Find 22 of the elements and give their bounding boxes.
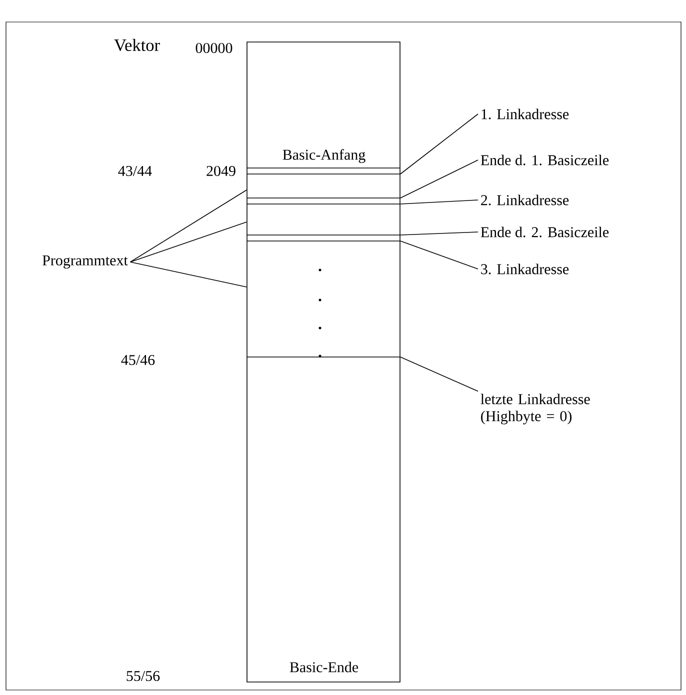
callout-text: 3. Linkadresse bbox=[481, 264, 569, 274]
heading-text: Vektor bbox=[114, 38, 160, 52]
address-label: 00000 bbox=[196, 42, 232, 54]
leader-line bbox=[130, 262, 247, 288]
leader-line bbox=[400, 114, 478, 174]
address-label: 55/56 bbox=[126, 670, 160, 682]
callout-text: 2. Linkadresse bbox=[481, 194, 569, 206]
callout-text: letzte Linkadresse (Highbyte = 0) bbox=[480, 394, 590, 424]
leader-line bbox=[400, 356, 478, 392]
leader-line bbox=[400, 200, 478, 204]
address-label: 45/46 bbox=[121, 354, 155, 366]
leader-line bbox=[130, 190, 247, 262]
callout-text: Ende d. 1. Basiczeile bbox=[480, 154, 609, 166]
leader-line bbox=[130, 222, 247, 262]
memory-column: Basic-Anfang Basic-Ende bbox=[246, 42, 400, 682]
callout-text: Programmtext bbox=[42, 255, 128, 269]
callout-text: 1. Linkadresse bbox=[482, 108, 569, 120]
leader-line bbox=[400, 240, 478, 270]
address-label: 43/44 bbox=[118, 166, 152, 176]
leader-line bbox=[400, 232, 478, 236]
leader-line bbox=[400, 160, 478, 198]
callout-text: Ende d. 2. Basiczeile bbox=[480, 226, 609, 238]
